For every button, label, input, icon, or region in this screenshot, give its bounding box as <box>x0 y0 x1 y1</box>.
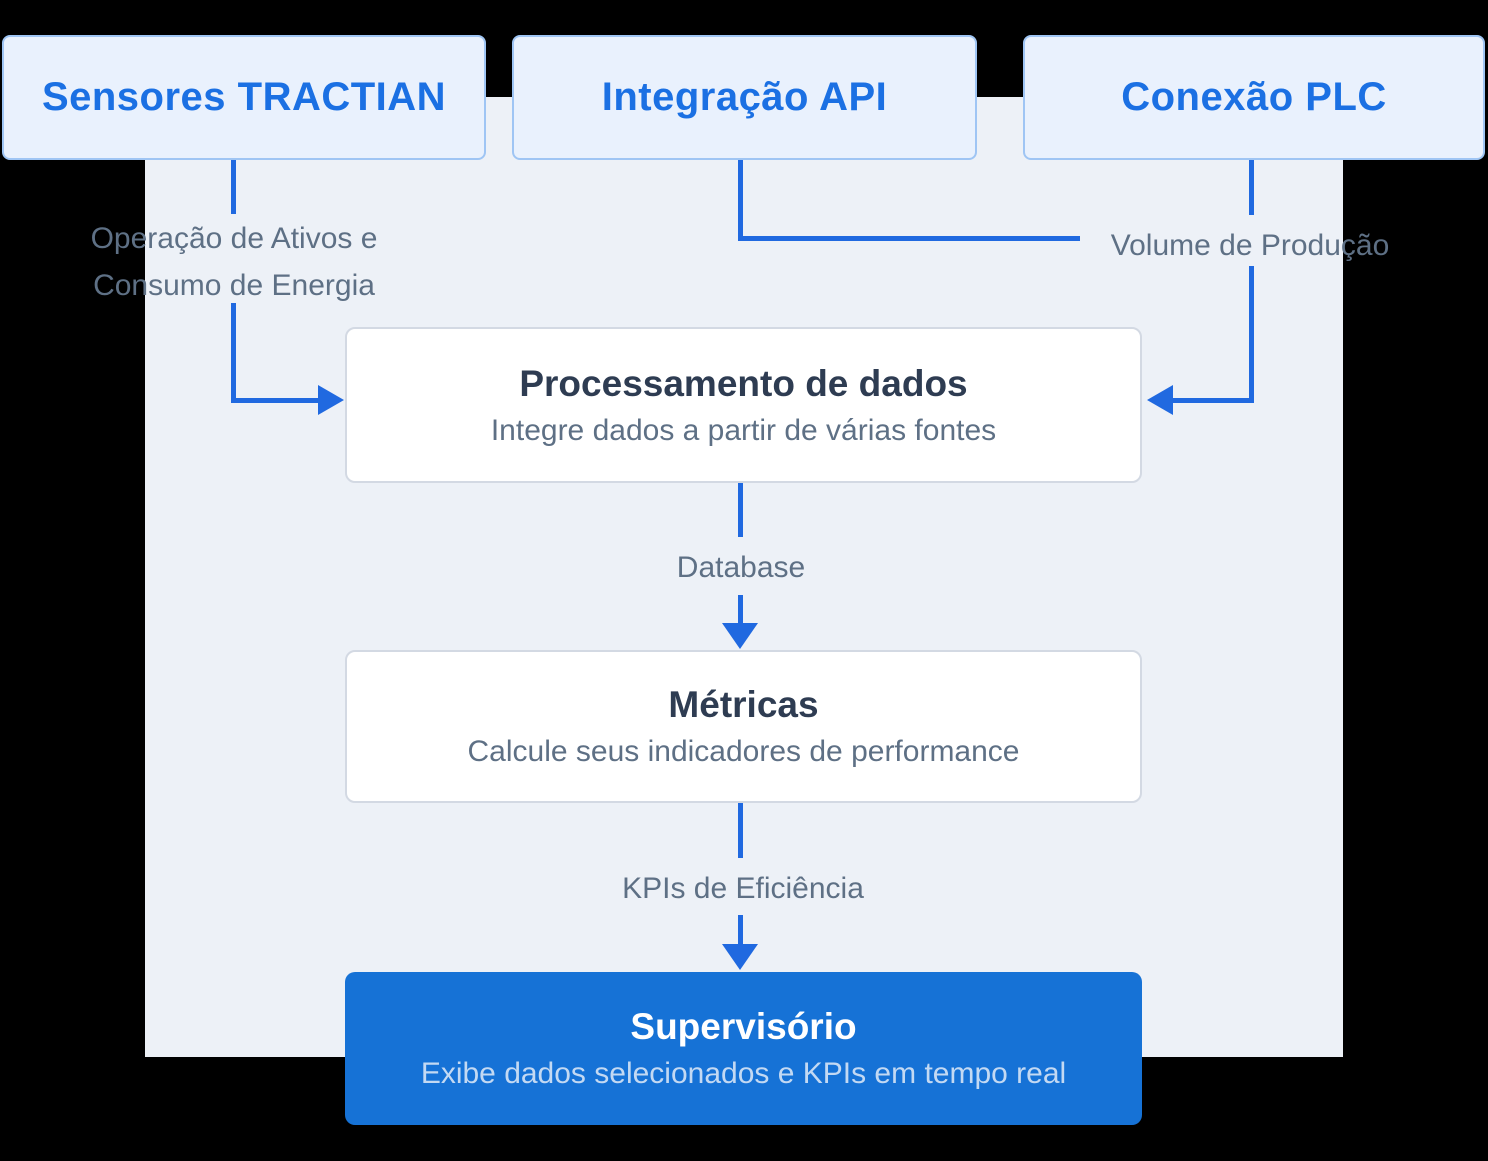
connector-sensors-line-upper <box>231 160 236 214</box>
node-conexao-plc-label: Conexão PLC <box>1121 75 1387 119</box>
node-processamento-subtitle: Integre dados a partir de várias fontes <box>490 413 997 447</box>
edge-label-database: Database <box>676 551 806 584</box>
edge-label-operacao-ativos-energia: Operação de Ativos e Consumo de Energia <box>90 222 378 302</box>
node-supervisorio-title: Supervisório <box>630 1006 857 1047</box>
node-integracao-api: Integração API <box>512 35 977 160</box>
edge-label-kpis-eficiencia: KPIs de Eficiência <box>622 872 864 905</box>
connector-database-line-lower <box>738 595 743 625</box>
node-metricas-subtitle: Calcule seus indicadores de performance <box>467 735 1020 768</box>
connector-sensors-line-horizontal <box>231 398 319 403</box>
arrow-down-icon <box>722 623 758 649</box>
node-processamento-de-dados: Processamento de dados Integre dados a p… <box>345 327 1142 483</box>
node-supervisorio: Supervisório Exibe dados selecionados e … <box>345 972 1142 1125</box>
node-sensores-tractian-label: Sensores TRACTIAN <box>41 75 447 119</box>
arrow-right-icon <box>318 385 344 415</box>
node-processamento-title: Processamento de dados <box>519 362 968 404</box>
connector-plc-line-upper <box>1249 160 1254 215</box>
arrow-left-icon <box>1147 385 1173 415</box>
node-conexao-plc: Conexão PLC <box>1023 35 1485 160</box>
node-integracao-api-label: Integração API <box>601 75 888 119</box>
edge-label-volume-producao: Volume de Produção <box>1110 229 1390 262</box>
background-panel <box>145 97 1343 1057</box>
connector-kpi-line-upper <box>738 803 743 858</box>
connector-api-line-vertical <box>738 160 743 241</box>
connector-plc-line-lower <box>1249 266 1254 403</box>
connector-api-line-horizontal <box>738 236 1080 241</box>
connector-plc-line-horizontal <box>1172 398 1254 403</box>
node-metricas-title: Métricas <box>668 684 819 725</box>
arrow-down-icon <box>722 944 758 970</box>
connector-kpi-line-lower <box>738 915 743 946</box>
node-sensores-tractian: Sensores TRACTIAN <box>2 35 486 160</box>
connector-database-line-upper <box>738 483 743 537</box>
node-metricas: Métricas Calcule seus indicadores de per… <box>345 650 1142 803</box>
connector-sensors-line-lower <box>231 303 236 403</box>
node-supervisorio-subtitle: Exibe dados selecionados e KPIs em tempo… <box>420 1057 1067 1090</box>
